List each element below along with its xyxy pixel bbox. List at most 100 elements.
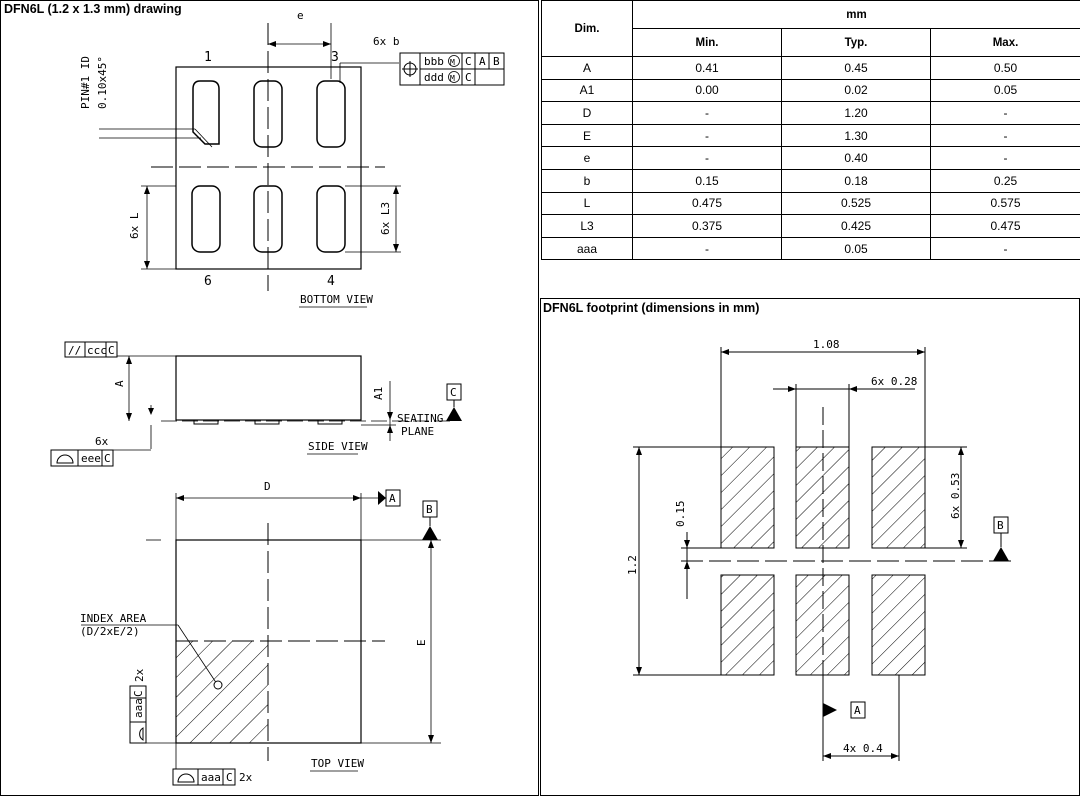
footprint-width-label: 1.08 [813, 338, 840, 351]
dimension-value: - [931, 124, 1080, 147]
dimension-value: 0.05 [782, 237, 931, 260]
pin-4-label: 4 [327, 274, 335, 289]
svg-text:A: A [479, 55, 486, 68]
e-dim-label: E [415, 639, 428, 646]
dimension-value: 0.525 [782, 192, 931, 215]
bottom-view-caption: BOTTOM VIEW [300, 293, 373, 306]
dimension-symbol: e [542, 147, 633, 170]
footprint-datum-a-label: A [854, 704, 861, 717]
table-row: D-1.20- [542, 102, 1080, 125]
svg-text:ddd: ddd [424, 71, 444, 84]
pin-1-label: 1 [204, 50, 212, 65]
dimension-symbol: E [542, 124, 633, 147]
footprint-pad-width-label: 6x 0.28 [871, 375, 917, 388]
svg-text://: // [68, 344, 81, 357]
footprint-pad-3 [872, 447, 925, 548]
dimension-value: 0.425 [782, 215, 931, 238]
dimension-value: 0.475 [931, 215, 1080, 238]
svg-text:2x: 2x [133, 668, 146, 682]
dimension-value: 0.475 [633, 192, 782, 215]
side-view-caption: SIDE VIEW [308, 440, 368, 453]
svg-text:C: C [465, 71, 472, 84]
d-dim-label: D [264, 480, 271, 493]
dimension-symbol: L3 [542, 215, 633, 238]
header-unit: mm [633, 1, 1080, 29]
side-view-body [176, 356, 361, 420]
svg-text:aaa: aaa [201, 771, 221, 784]
pad-1 [193, 81, 219, 144]
dimension-value: - [633, 102, 782, 125]
footprint-pad-1 [721, 447, 774, 548]
dimension-value: - [931, 147, 1080, 170]
dimension-value: 0.575 [931, 192, 1080, 215]
pad-6 [192, 186, 220, 252]
dimension-value: 0.40 [782, 147, 931, 170]
svg-text:M: M [450, 58, 455, 67]
dimension-value: - [633, 124, 782, 147]
dimension-value: 0.375 [633, 215, 782, 238]
header-max: Max. [931, 29, 1080, 57]
footprint-pitch-label: 4x 0.4 [843, 742, 883, 755]
pad-4 [317, 186, 345, 252]
index-area-label: INDEX AREA [80, 612, 147, 625]
svg-text:bbb: bbb [424, 55, 444, 68]
header-min: Min. [633, 29, 782, 57]
footprint-svg: 1.08 6x 0.28 6x 0.53 0.15 1.2 B A 4x 0.4 [541, 299, 1080, 797]
l3-dim-label: 6x L3 [379, 202, 392, 235]
dimension-symbol: aaa [542, 237, 633, 260]
dimension-value: - [931, 237, 1080, 260]
header-dim: Dim. [542, 1, 633, 57]
dimension-value: 0.25 [931, 169, 1080, 192]
dimension-value: 1.20 [782, 102, 931, 125]
svg-text:2x: 2x [239, 771, 253, 784]
footprint-pad-4 [721, 575, 774, 675]
footprint-height-label: 1.2 [626, 555, 639, 575]
pin-3-label: 3 [331, 50, 339, 65]
header-typ: Typ. [782, 29, 931, 57]
dimension-value: 0.00 [633, 79, 782, 102]
dimension-value: - [931, 102, 1080, 125]
dimension-symbol: b [542, 169, 633, 192]
package-drawing-svg: e 1 3 6 4 6x b bbb M C A B ddd M C PIN#1… [1, 1, 540, 797]
count-6x: 6x [95, 435, 109, 448]
dimension-value: 0.15 [633, 169, 782, 192]
svg-text:C: C [108, 344, 115, 357]
svg-text:M: M [450, 74, 455, 83]
footprint-datum-b-triangle [993, 547, 1009, 561]
footprint-panel: DFN6L footprint (dimensions in mm) [540, 298, 1080, 796]
a1-dim-label: A1 [372, 387, 385, 400]
svg-text:aaa: aaa [132, 698, 145, 718]
dimension-value: 0.02 [782, 79, 931, 102]
profile-icon [57, 455, 73, 463]
table-row: aaa-0.05- [542, 237, 1080, 260]
dimension-symbol: A1 [542, 79, 633, 102]
datum-c-triangle [446, 407, 462, 421]
pin-6-label: 6 [204, 274, 212, 289]
svg-text:C: C [226, 771, 233, 784]
pin-id-label: PIN#1 ID [79, 56, 92, 109]
index-area-formula: (D/2xE/2) [80, 625, 140, 638]
svg-text:C: C [104, 452, 111, 465]
side-view-labels: // ccc C A A1 SEATING PLANE C 6x eee C S… [68, 344, 457, 465]
datum-a-label: A [389, 492, 396, 505]
dimension-value: 0.18 [782, 169, 931, 192]
l-dim-label: 6x L [128, 212, 141, 239]
side-view [51, 342, 462, 466]
dimension-value: - [633, 237, 782, 260]
svg-text:ccc: ccc [87, 344, 107, 357]
dimension-symbol: D [542, 102, 633, 125]
table-row: e-0.40- [542, 147, 1080, 170]
top-view-caption: TOP VIEW [311, 757, 364, 770]
footprint-datum-a-arrow [823, 703, 837, 717]
datum-b-triangle [422, 526, 438, 540]
datum-a-arrow [378, 491, 386, 505]
dimension-value: - [633, 147, 782, 170]
svg-text:C: C [132, 690, 145, 697]
footprint-pad-6 [872, 575, 925, 675]
dimension-value: 0.50 [931, 57, 1080, 80]
